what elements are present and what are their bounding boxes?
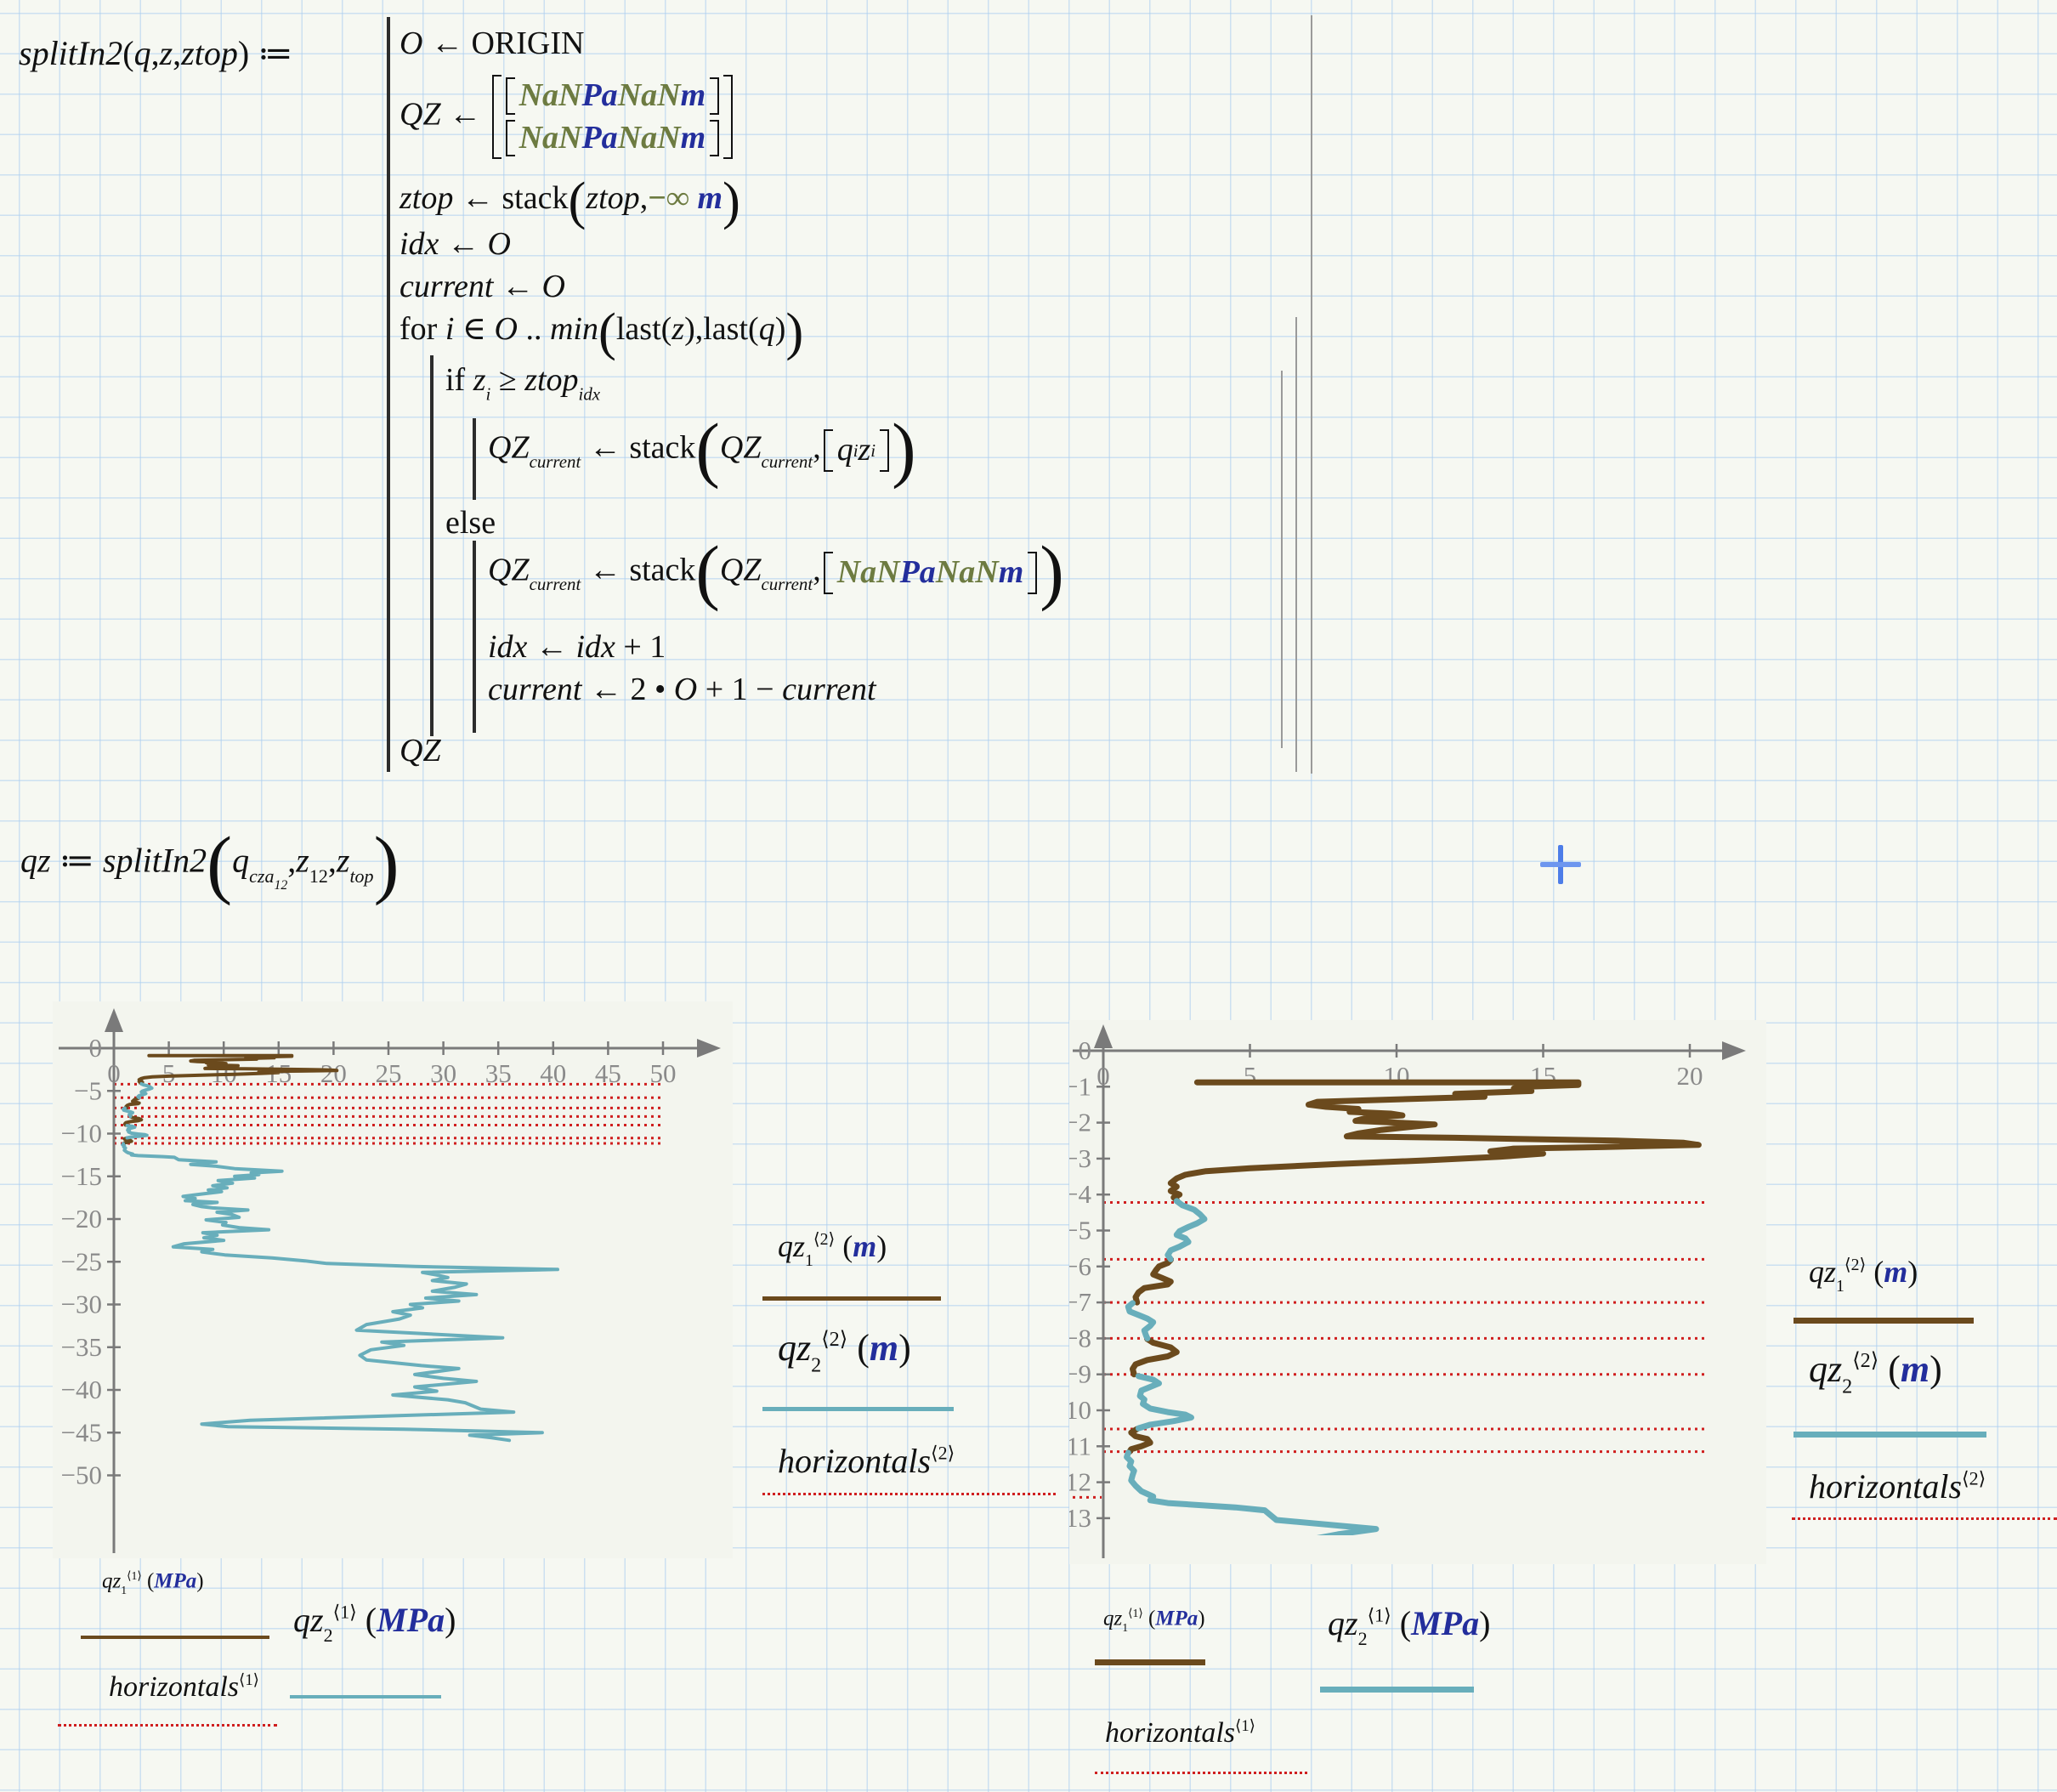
program-line-current-init[interactable]: current ← O [400, 269, 565, 306]
right-plot-xlegend-qz2[interactable]: qz2⟨1⟩ (MPa) [1328, 1603, 1490, 1650]
region-divider-line [1295, 317, 1297, 772]
program-bar-for [430, 355, 434, 736]
svg-text:10: 10 [1384, 1061, 1410, 1091]
plot-left-canvas[interactable]: 051015202530354045500−5−10−15−20−25−30−3… [53, 1001, 733, 1558]
svg-text:−5: −5 [74, 1075, 102, 1105]
svg-text:25: 25 [376, 1058, 402, 1088]
program-bar-main [387, 17, 390, 772]
right-plot-xlegend-qz1[interactable]: qz1⟨1⟩ (MPa) [1103, 1607, 1205, 1635]
program-line-idx-init[interactable]: idx ← O [400, 226, 511, 264]
svg-text:40: 40 [540, 1058, 566, 1088]
program-line-if[interactable]: if zi ≥ ztopidx [445, 362, 600, 405]
right-plot-ylegend-horizontals-line [1792, 1517, 2057, 1520]
left-plot-ylegend-horizontals[interactable]: horizontals⟨2⟩ [778, 1441, 955, 1481]
plot-right-canvas[interactable]: 051015200−1−2−3−4−5−6−7−8−9−10−11−12−13 [1069, 1020, 1766, 1564]
svg-text:30: 30 [430, 1058, 456, 1088]
left-plot-qz1-line [81, 1636, 269, 1639]
program-line-for[interactable]: for i ∈ O .. min(last(z),last(q)) [400, 311, 803, 352]
svg-text:0: 0 [1079, 1035, 1092, 1065]
svg-text:−20: −20 [61, 1204, 102, 1233]
svg-text:−13: −13 [1069, 1503, 1091, 1533]
right-plot-qz1-line [1095, 1659, 1205, 1665]
svg-text:−9: −9 [1069, 1359, 1091, 1389]
svg-text:−4: −4 [1069, 1179, 1091, 1209]
svg-text:5: 5 [1244, 1061, 1257, 1091]
left-plot-ylegend-qz2[interactable]: qz2⟨2⟩ (m) [778, 1326, 911, 1377]
left-plot-xlegend-horizontals[interactable]: horizontals⟨1⟩ [109, 1671, 259, 1704]
left-plot-ylegend-qz2-line [762, 1407, 954, 1411]
program-bar-else [473, 541, 476, 733]
svg-text:−25: −25 [61, 1246, 102, 1276]
svg-text:−5: −5 [1069, 1216, 1091, 1245]
svg-text:20: 20 [1677, 1061, 1703, 1091]
program-line-else[interactable]: else [445, 505, 496, 542]
svg-text:35: 35 [485, 1058, 512, 1088]
left-plot-ylegend-qz1[interactable]: qz1⟨2⟩ (m) [778, 1228, 887, 1271]
svg-text:5: 5 [162, 1058, 176, 1088]
right-plot-ylegend-qz1-line [1794, 1318, 1974, 1324]
program-bar-if [473, 418, 476, 500]
svg-text:−6: −6 [1069, 1251, 1091, 1281]
svg-text:−11: −11 [1069, 1431, 1091, 1460]
svg-text:−50: −50 [61, 1460, 102, 1490]
left-plot-xlegend-qz1[interactable]: qz1⟨1⟩ (MPa) [102, 1569, 204, 1597]
right-plot-horizontals-line [1095, 1772, 1307, 1774]
svg-text:−8: −8 [1069, 1323, 1091, 1353]
program-splitIn2[interactable]: splitIn2(q,z,ztop) ≔ O ← ORIGIN QZ ← NaN … [0, 0, 1360, 816]
svg-text:−10: −10 [1069, 1395, 1091, 1425]
svg-text:−7: −7 [1069, 1287, 1091, 1317]
program-line-idx-inc[interactable]: idx ← idx + 1 [488, 629, 666, 666]
program-line-else-stack[interactable]: QZcurrent ← stack(QZcurrent,NaN Pa NaN m… [488, 547, 1064, 598]
svg-text:−1: −1 [1069, 1071, 1091, 1101]
svg-text:−15: −15 [61, 1161, 102, 1191]
right-plot-ylegend-qz2-line [1794, 1432, 1986, 1438]
svg-text:45: 45 [595, 1058, 621, 1088]
right-plot-ylegend-horizontals[interactable]: horizontals⟨2⟩ [1809, 1466, 1986, 1506]
svg-text:−35: −35 [61, 1332, 102, 1362]
region-divider-line [1311, 15, 1312, 774]
xy-plot-left[interactable]: 051015202530354045500−5−10−15−20−25−30−3… [53, 1001, 733, 1558]
left-plot-qz2-line [290, 1695, 441, 1698]
svg-text:0: 0 [107, 1058, 121, 1088]
svg-text:−40: −40 [61, 1375, 102, 1404]
xy-plot-right[interactable]: 051015200−1−2−3−4−5−6−7−8−9−10−11−12−13 [1069, 1020, 1766, 1564]
svg-text:0: 0 [89, 1033, 103, 1063]
right-plot-xlegend-horizontals[interactable]: horizontals⟨1⟩ [1105, 1717, 1255, 1749]
svg-text:20: 20 [320, 1058, 347, 1088]
program-line-ztop-stack[interactable]: ztop ← stack(ztop,−∞ m) [400, 180, 740, 221]
qz-assignment[interactable]: qz ≔ splitIn2(qcza12,z12,ztop) [20, 837, 400, 893]
right-plot-qz2-line [1320, 1687, 1474, 1693]
svg-text:−12: −12 [1069, 1467, 1091, 1497]
left-plot-ylegend-horizontals-line [762, 1493, 1056, 1495]
left-plot-ylegend-qz1-line [762, 1296, 941, 1301]
right-plot-ylegend-qz1[interactable]: qz1⟨2⟩ (m) [1809, 1254, 1918, 1296]
left-plot-xlegend-qz2[interactable]: qz2⟨1⟩ (MPa) [293, 1600, 456, 1647]
svg-text:−2: −2 [1069, 1108, 1091, 1137]
right-plot-ylegend-qz2[interactable]: qz2⟨2⟩ (m) [1809, 1347, 1942, 1398]
function-definition[interactable]: splitIn2(q,z,ztop) ≔ [19, 34, 292, 73]
program-line-origin[interactable]: O ← ORIGIN [400, 26, 584, 63]
program-line-current-flip[interactable]: current ← 2 • O + 1 − current [488, 672, 876, 709]
svg-text:−10: −10 [61, 1119, 102, 1148]
region-divider-line [1281, 371, 1283, 748]
program-line-if-stack[interactable]: QZcurrent ← stack(QZcurrent,qi zi) [488, 425, 916, 476]
svg-text:−3: −3 [1069, 1143, 1091, 1173]
program-line-qz-init[interactable]: QZ ← NaN Pa NaN mNaN Pa NaN m [400, 75, 735, 159]
svg-text:−30: −30 [61, 1290, 102, 1319]
program-line-return[interactable]: QZ [400, 733, 441, 770]
svg-text:50: 50 [650, 1058, 677, 1088]
left-plot-horizontals-line [58, 1724, 277, 1727]
svg-text:−45: −45 [61, 1417, 102, 1447]
